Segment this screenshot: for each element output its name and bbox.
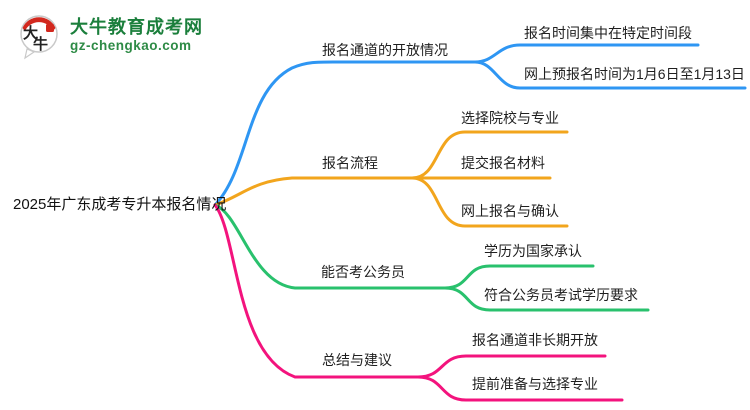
svg-text:大: 大 <box>23 24 38 42</box>
root-node: 2025年广东成考专升本报名情况 <box>13 196 227 213</box>
child-node-process-0: 选择院校与专业 <box>461 110 559 126</box>
branch-line-civil-servant-child-0 <box>443 264 595 290</box>
child-node-process-2: 网上报名与确认 <box>461 203 559 219</box>
branch-node-summary: 总结与建议 <box>322 352 392 368</box>
logo-text-block: 大牛教育成考网 gz-chengkao.com <box>70 16 203 55</box>
daniu-bull-logo-icon: 大 牛 <box>20 15 58 60</box>
branch-line-open-channel <box>213 60 477 207</box>
branch-node-process: 报名流程 <box>322 155 378 171</box>
branch-line-open-channel-child-0 <box>473 43 700 64</box>
branch-line-summary <box>213 203 420 379</box>
branch-node-civil-servant: 能否考公务员 <box>321 264 405 280</box>
branch-line-civil-servant <box>213 203 447 290</box>
child-node-process-1: 提交报名材料 <box>461 155 545 171</box>
logo-site-domain: gz-chengkao.com <box>70 38 192 54</box>
child-node-open-channel-1: 网上预报名时间为1月6日至1月13日 <box>524 66 745 82</box>
logo-site-name: 大牛教育成考网 <box>70 16 203 37</box>
branch-node-open-channel: 报名通道的开放情况 <box>322 42 448 58</box>
child-node-civil-servant-0: 学历为国家承认 <box>484 243 582 259</box>
branch-line-civil-servant-child-1 <box>443 286 650 312</box>
child-node-summary-1: 提前准备与选择专业 <box>472 376 598 392</box>
child-node-open-channel-0: 报名时间集中在特定时间段 <box>524 25 692 41</box>
branch-line-summary-child-1 <box>416 375 624 402</box>
child-node-civil-servant-1: 符合公务员考试学历要求 <box>484 287 638 303</box>
branch-line-process <box>213 176 414 207</box>
svg-text:牛: 牛 <box>33 35 48 53</box>
branch-line-process-child-2 <box>410 176 569 228</box>
branch-line-open-channel-child-1 <box>473 60 747 90</box>
branch-line-process-child-0 <box>410 130 569 180</box>
site-logo: 大 牛 大牛教育成考网 gz-chengkao.com <box>18 12 203 60</box>
child-node-summary-0: 报名通道非长期开放 <box>472 332 598 348</box>
branch-line-summary-child-0 <box>416 354 607 379</box>
